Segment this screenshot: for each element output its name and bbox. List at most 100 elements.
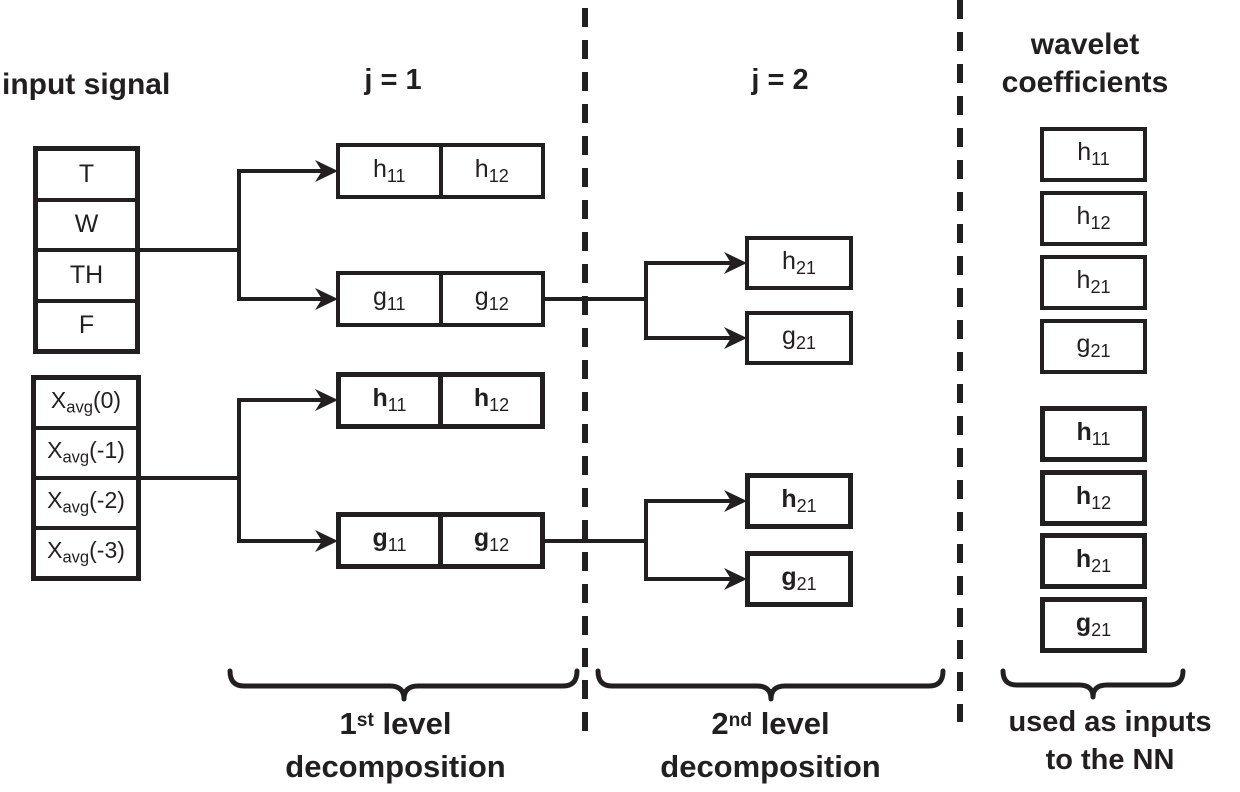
input-cell: TH	[38, 248, 135, 299]
coef-base: h	[782, 246, 796, 275]
coef-base: g	[474, 282, 489, 311]
arrowhead-icon	[315, 160, 338, 182]
level2-plain-h-box: h21	[745, 236, 853, 290]
level1-bold-h-box: h11 h12	[336, 372, 545, 429]
level2-caption: 2nd level decomposition	[598, 699, 943, 788]
coef-cell: h21	[750, 478, 848, 524]
coef-subscript: 11	[386, 294, 406, 315]
coef-cell: h11	[341, 377, 438, 424]
level1-bold-g-box: g11 g12	[336, 512, 545, 569]
coef-base: g	[1075, 608, 1092, 637]
coef-subscript: 11	[1091, 429, 1111, 450]
coef-subscript: 12	[1091, 493, 1112, 514]
caption-line: used as inputs	[1008, 706, 1212, 738]
caption-text: level	[373, 706, 452, 742]
arrowhead-icon	[315, 530, 338, 552]
coef-cell: g11	[340, 275, 439, 323]
input-cell: F	[38, 298, 135, 350]
coef-base: h	[1076, 417, 1092, 446]
coef-subscript: avg	[62, 548, 90, 568]
coef-base: g	[372, 524, 388, 553]
caption-line: 2nd level	[598, 699, 943, 745]
coef-base: h	[1076, 266, 1091, 295]
coef-subscript: avg	[62, 448, 90, 468]
nn-inputs-caption: used as inputs to the NN	[980, 703, 1240, 779]
coef-cell: g11	[341, 517, 438, 564]
input-cell: T	[78, 159, 95, 188]
coef-subscript: 11	[386, 166, 406, 187]
coef-output-box: h11	[1040, 127, 1147, 182]
coef-subscript: 21	[795, 333, 816, 354]
coef-output-box: h11	[1040, 406, 1147, 462]
arrowhead-icon	[315, 288, 338, 310]
brace-nn-inputs	[1000, 668, 1186, 700]
branch-line	[644, 261, 733, 340]
coef-subscript: 12	[1090, 213, 1111, 234]
arrowhead-icon	[724, 252, 747, 274]
arrowhead-icon	[724, 327, 747, 349]
coef-cell: g21	[1045, 602, 1142, 648]
coef-subscript: 21	[796, 496, 817, 517]
coef-output-box: g21	[1040, 319, 1147, 374]
level1-column-heading: j = 1	[364, 64, 422, 96]
coef-cell: h12	[1044, 195, 1143, 242]
coef-cell: h11	[1045, 411, 1142, 457]
coef-suffix: (-1)	[89, 437, 125, 464]
coef-subscript: 12	[489, 395, 510, 416]
caption-number: 2	[711, 706, 729, 742]
coef-base: X	[47, 437, 63, 464]
coef-output-box: g21	[1040, 597, 1147, 653]
ordinal-superscript: nd	[728, 710, 753, 731]
coef-subscript: 11	[1091, 149, 1110, 170]
arrowhead-icon	[724, 490, 747, 512]
coef-base: h	[1075, 481, 1092, 510]
input-cell: Xavg(0)	[36, 380, 136, 426]
coef-subscript: 12	[489, 535, 510, 556]
caption-line: decomposition	[285, 749, 506, 785]
caption-line: decomposition	[660, 749, 881, 785]
coef-cell: g21	[749, 315, 849, 361]
caption-line: to the NN	[1045, 744, 1175, 776]
coef-base: h	[372, 384, 388, 413]
branch-line	[644, 499, 733, 581]
branch-line	[237, 169, 324, 301]
coef-cell: h12	[438, 147, 542, 195]
coef-base: X	[50, 387, 67, 414]
coef-cell: g21	[750, 556, 848, 602]
caption-line: 1st level	[223, 699, 568, 745]
coef-cell: h21	[1045, 538, 1142, 584]
coef-cell: g12	[438, 517, 540, 564]
level2-column-heading: j = 2	[751, 64, 809, 96]
arrowhead-icon	[724, 568, 747, 590]
level2-bold-h-box: h21	[745, 473, 853, 529]
level2-plain-g-box: g21	[745, 311, 853, 365]
coef-subscript: 21	[1090, 341, 1111, 362]
branch-line	[237, 398, 324, 543]
brace-level1	[227, 668, 580, 702]
input-cell: Xavg(-2)	[36, 476, 136, 526]
wavelet-coefficients-heading: wavelet coefficients	[1001, 28, 1169, 99]
arrowhead-icon	[315, 389, 338, 411]
coef-base: h	[1077, 138, 1092, 167]
coef-cell: h21	[749, 240, 849, 286]
coef-subscript: 11	[387, 535, 407, 556]
input-cell: W	[38, 197, 135, 249]
coef-base: X	[47, 537, 63, 564]
coef-subscript: 21	[1091, 556, 1112, 577]
coef-base: g	[781, 562, 797, 591]
coef-base: h	[473, 384, 490, 413]
coef-suffix: (-3)	[89, 537, 125, 564]
input-averaged-stack: Xavg(0) Xavg(-1) Xavg(-2) Xavg(-3)	[31, 375, 141, 581]
level1-plain-h-box: h11 h12	[336, 143, 545, 199]
coef-base: h	[1075, 544, 1092, 573]
coef-base: g	[782, 321, 796, 350]
brace-level2	[595, 668, 946, 702]
coef-suffix: (0)	[92, 387, 122, 414]
coef-base: g	[473, 524, 490, 553]
coef-base: h	[372, 154, 387, 183]
coef-subscript: 21	[1091, 620, 1112, 641]
coef-base: h	[1076, 202, 1091, 231]
caption-number: 1	[339, 706, 357, 742]
